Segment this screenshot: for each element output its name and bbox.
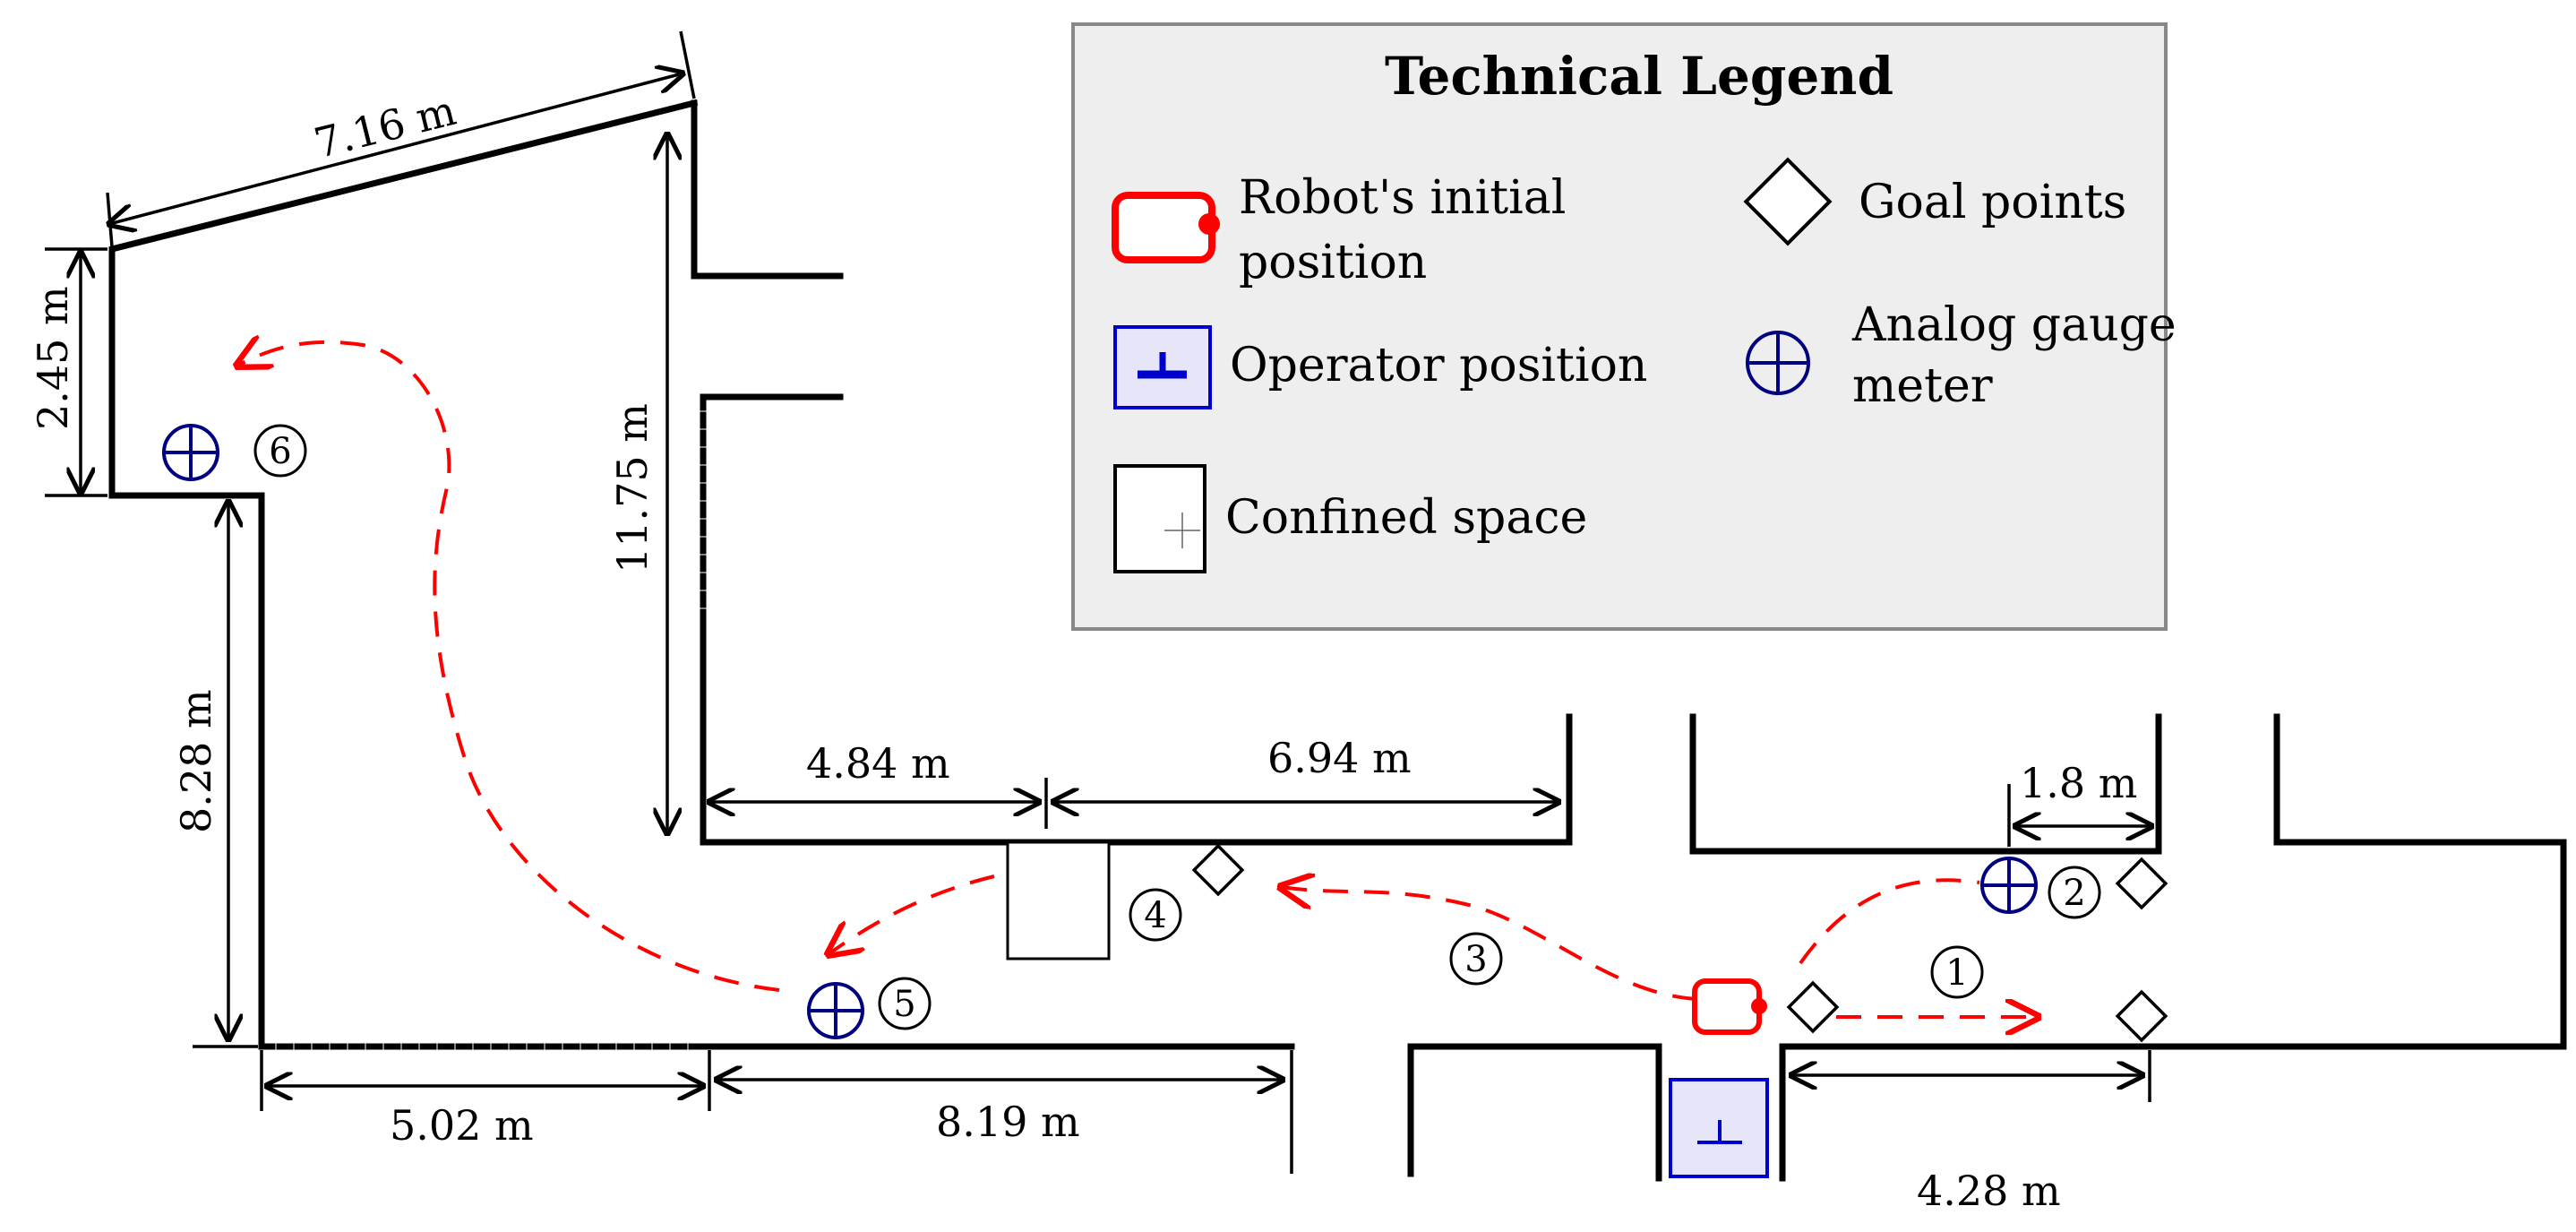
dim-label-bottom-middle: 8.19 m (936, 1098, 1080, 1146)
gauge-icon (807, 982, 864, 1039)
svg-text:5: 5 (893, 984, 915, 1025)
dim-label-left-lower: 8.28 m (172, 689, 220, 833)
waypoint-4: 4 (1129, 888, 1182, 942)
dim-label-mid-right: 6.94 m (1267, 734, 1412, 782)
path-segment-3 (1281, 887, 1698, 1001)
svg-text:6: 6 (269, 431, 291, 472)
wall-left-room (108, 99, 699, 1050)
dim-label-bottom-right: 4.28 m (1917, 1167, 2061, 1215)
path-segment-5 (237, 342, 780, 992)
operator-icon (1669, 1078, 1769, 1178)
legend: Technical Legend Robot's initial positio… (1071, 22, 2177, 631)
waypoint-2: 2 (2048, 866, 2101, 919)
path-segment-4 (829, 874, 995, 954)
gauge-icon (1980, 857, 2038, 914)
goal-point-near-robot (1786, 980, 1840, 1034)
robot-path (237, 342, 2038, 1017)
dimension-lines (45, 30, 2151, 1174)
svg-text:2: 2 (2063, 873, 2085, 914)
legend-confined-label: Confined space (1225, 491, 1587, 545)
dim-label-top-wall: 7.16 m (309, 86, 460, 168)
legend-robot-label-1: Robot's initial (1239, 171, 1566, 225)
svg-text:1: 1 (1945, 952, 1968, 994)
legend-operator-label: Operator position (1230, 339, 1647, 392)
legend-confined-space-icon (1113, 464, 1206, 573)
confined-space-box (1006, 840, 1111, 961)
legend-operator-icon (1113, 325, 1212, 409)
legend-diamond-icon (1743, 157, 1833, 246)
robot-icon (1692, 978, 1767, 1035)
legend-box (1071, 22, 2168, 631)
dim-label-mid-left: 4.84 m (806, 739, 950, 788)
gauge-icon (162, 424, 219, 481)
path-segment-2 (1799, 878, 1980, 965)
waypoint-markers: 1 2 3 4 5 6 (253, 424, 2101, 1030)
dim-label-left-upper: 2.45 m (29, 286, 77, 430)
legend-title: Technical Legend (1385, 46, 1893, 107)
dim-label-corridor: 11.75 m (608, 403, 657, 573)
goal-point-1 (2115, 989, 2168, 1043)
goal-point-4 (1191, 843, 1245, 897)
legend-robot-icon (1112, 192, 1220, 263)
gauges (162, 424, 2038, 1039)
dim-label-bottom-left: 5.02 m (390, 1101, 534, 1150)
legend-gauge-label-2: meter (1852, 359, 1993, 413)
walls (108, 99, 2567, 1182)
waypoint-5: 5 (878, 977, 932, 1030)
goal-point-2 (2115, 857, 2168, 910)
svg-text:3: 3 (1464, 939, 1487, 980)
svg-text:4: 4 (1144, 895, 1166, 936)
legend-robot-label-2: position (1239, 236, 1427, 289)
waypoint-1: 1 (1930, 945, 1984, 999)
legend-gauge-label-1: Analog gauge (1851, 298, 2177, 352)
waypoint-3: 3 (1449, 932, 1503, 986)
dim-top-wall (109, 73, 683, 224)
dim-label-small-right: 1.8 m (2020, 759, 2137, 807)
waypoint-6: 6 (253, 424, 307, 478)
legend-gauge-icon (1746, 331, 1810, 395)
goal-points (1191, 843, 2168, 1043)
legend-goal-label: Goal points (1859, 176, 2126, 229)
